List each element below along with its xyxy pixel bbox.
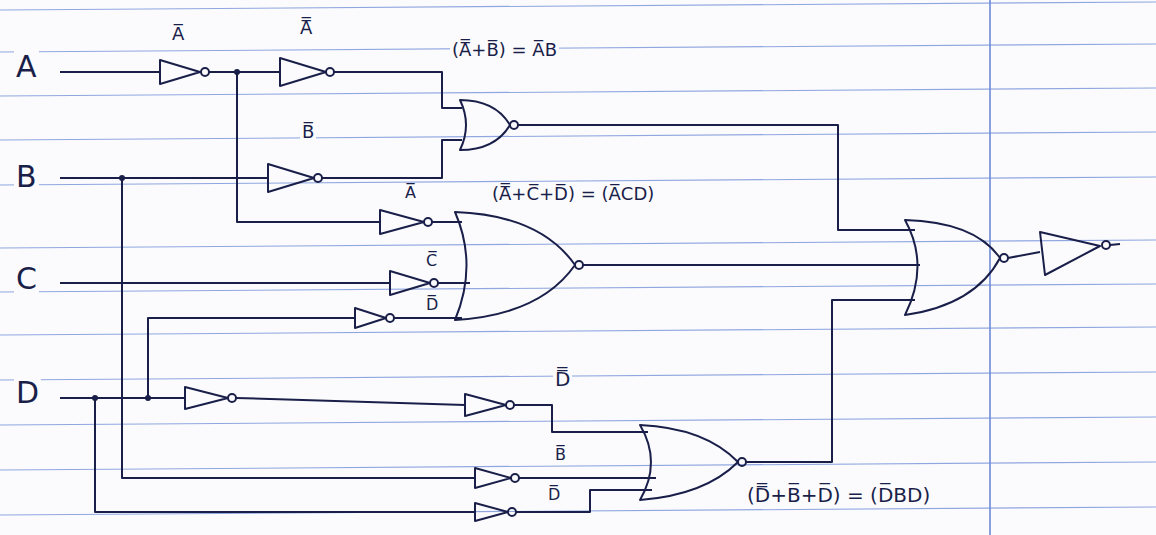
inverter-label: B̅ xyxy=(553,446,568,464)
signal-name: A xyxy=(14,50,39,83)
expression-note: (D̿+B̅+D̅) = (D̅BD) xyxy=(745,484,932,506)
inverter-label: A̅ xyxy=(170,24,186,44)
inverter-label: D̅ xyxy=(424,296,440,314)
inverter-label: C̅ xyxy=(424,252,439,270)
expression-note: (A̿+C̅+D̅) = (A̅CD) xyxy=(490,184,656,204)
inverter-label: A̅ xyxy=(403,184,418,202)
inverter-label: D̿ xyxy=(553,368,572,390)
inverter-label: D̅ xyxy=(546,486,562,504)
inverter-label: B̅ xyxy=(300,122,316,142)
inverter-label: A̿ xyxy=(298,18,314,38)
signal-name: B xyxy=(14,160,39,193)
signal-name: C xyxy=(14,262,39,295)
expression-note: (A̿+B̅) = A̅B xyxy=(450,40,559,60)
signal-name: D xyxy=(14,376,41,409)
